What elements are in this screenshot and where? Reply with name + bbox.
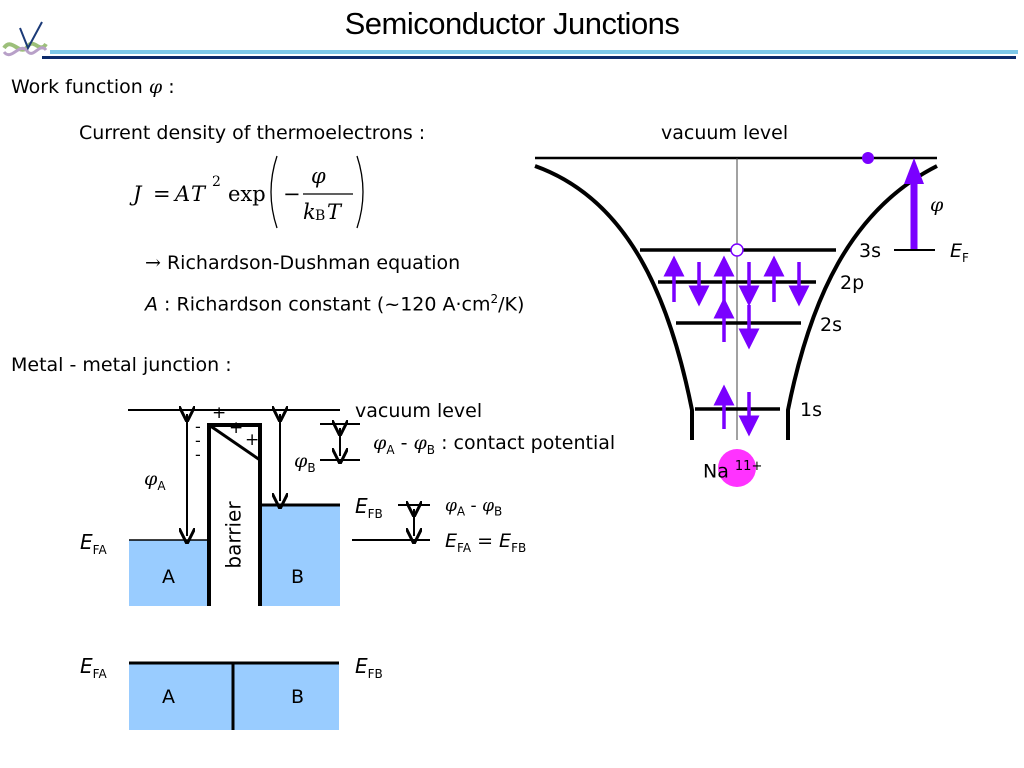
3s-hole	[730, 243, 744, 257]
richardson-equation: J = A T 2 exp − φ k B T	[133, 152, 373, 232]
current-density-heading: Current density of thermoelectrons :	[79, 122, 426, 144]
fermi-equal-label: EFA = EFB	[445, 530, 527, 555]
positive-charge-1: +	[212, 403, 227, 423]
positive-charge-3: +	[245, 430, 260, 450]
EFB-label: EFB	[355, 494, 383, 521]
1s-electrons	[713, 384, 760, 437]
free-electron	[862, 152, 874, 164]
2s-electrons	[713, 297, 760, 350]
potential-well-left	[534, 164, 694, 440]
EFA-label: EFA	[80, 530, 107, 557]
arrow-right-icon: →	[145, 252, 161, 274]
metal-junction-diagram	[128, 400, 430, 730]
phiB-label: φB	[294, 450, 316, 475]
metal-B-label: B	[291, 566, 305, 588]
level-3s-label: 3s	[859, 240, 881, 262]
bottom-EFB-label: EFB	[355, 654, 383, 681]
header-rule-dark	[42, 56, 1016, 59]
bottom-metal-B-label: B	[291, 686, 305, 708]
sodium-atom-energy-diagram	[534, 152, 938, 487]
richardson-dushman-line: → Richardson-Dushman equation	[145, 252, 461, 274]
phiA-label: φA	[144, 468, 166, 493]
metal-B-block	[260, 505, 340, 606]
richardson-constant-line: A : Richardson constant (~120 A·cm2/K)	[145, 292, 525, 316]
level-2p-label: 2p	[840, 272, 865, 294]
work-function-heading: Work function φ :	[11, 76, 175, 98]
metal-A-label: A	[162, 566, 175, 588]
dna-helix-logo-icon	[2, 21, 48, 57]
page-title: Semiconductor Junctions	[344, 6, 680, 41]
header-rule-light	[50, 50, 1018, 54]
equation-parentheses	[270, 155, 364, 229]
negative-charges: ---	[195, 417, 201, 464]
barrier-label: barrier	[221, 501, 246, 569]
metal-junction-heading: Metal - metal junction :	[11, 354, 232, 376]
positive-charge-2: +	[229, 418, 244, 438]
bottom-EFA-label: EFA	[80, 654, 107, 681]
junction-vacuum-label: vacuum level	[355, 400, 483, 422]
contact-potential-label: φA - φB : contact potential	[373, 432, 616, 457]
2p-electrons	[663, 255, 810, 307]
atom-vacuum-label: vacuum level	[661, 122, 789, 144]
bottom-metal-A-label: A	[162, 686, 175, 708]
fermi-difference-label: φA - φB	[445, 496, 503, 519]
atom-phi-label: φ	[930, 194, 944, 216]
sodium-nucleus	[718, 449, 756, 487]
potential-well-right	[786, 164, 938, 440]
level-1s-label: 1s	[800, 399, 822, 421]
fermi-label: EF	[950, 240, 969, 265]
metal-A-block	[129, 540, 209, 606]
level-2s-label: 2s	[820, 314, 842, 336]
barrier-walls	[207, 423, 262, 606]
nucleus-label: Na 11+	[703, 459, 763, 483]
logo	[2, 18, 50, 60]
